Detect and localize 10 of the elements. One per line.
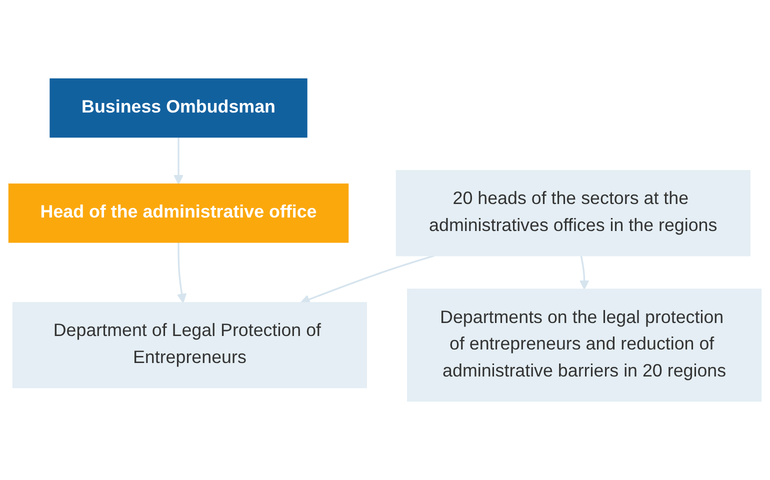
arrow: [579, 256, 590, 290]
arrow: [176, 242, 187, 304]
node-box: [8, 184, 349, 243]
node-box: [407, 288, 762, 402]
arrow: [174, 137, 184, 185]
org-chart-drawing: Business Ombudsman Head of the administrative office Department of Legal Protection of Entrepreneurs 20 heads of the sectors at the administratives offices in the regions Departments on the legal protection of entrepreneurs and reduction of administrative barriers in 20 regions: [0, 5, 770, 475]
node-box: [396, 170, 750, 256]
arrow: [300, 254, 435, 304]
node-box: [50, 78, 308, 138]
node-box: [12, 302, 367, 388]
